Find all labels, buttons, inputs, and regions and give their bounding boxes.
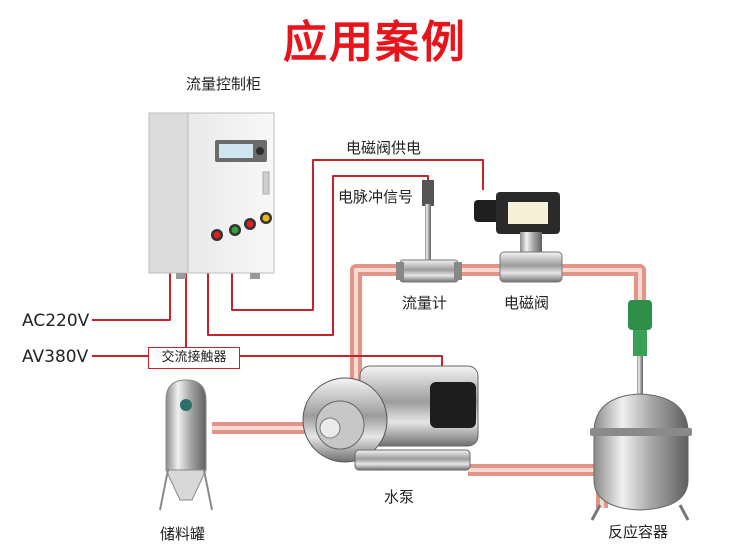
solenoid-valve-device — [474, 192, 563, 283]
water-pump-device — [302, 365, 479, 471]
label-ac220: AC220V — [22, 311, 90, 331]
label-flow-meter: 流量计 — [402, 294, 448, 312]
control-cabinet — [148, 112, 275, 279]
wiring — [92, 159, 484, 366]
label-reactor: 反应容器 — [608, 523, 669, 541]
label-pump: 水泵 — [384, 488, 415, 506]
storage-tank-device — [159, 379, 213, 511]
label-solenoid-valve: 电磁阀 — [504, 294, 550, 312]
label-contactor: 交流接触器 — [148, 347, 240, 369]
flow-meter-device — [396, 180, 462, 283]
label-pulse-signal: 电脉冲信号 — [338, 188, 414, 206]
page-title: 应用案例 — [283, 17, 467, 68]
label-av380: AV380V — [22, 347, 89, 367]
label-control-cabinet: 流量控制柜 — [186, 75, 262, 93]
reactor-device — [590, 300, 692, 521]
label-valve-power: 电磁阀供电 — [346, 139, 422, 157]
label-storage-tank: 储料罐 — [160, 525, 206, 543]
